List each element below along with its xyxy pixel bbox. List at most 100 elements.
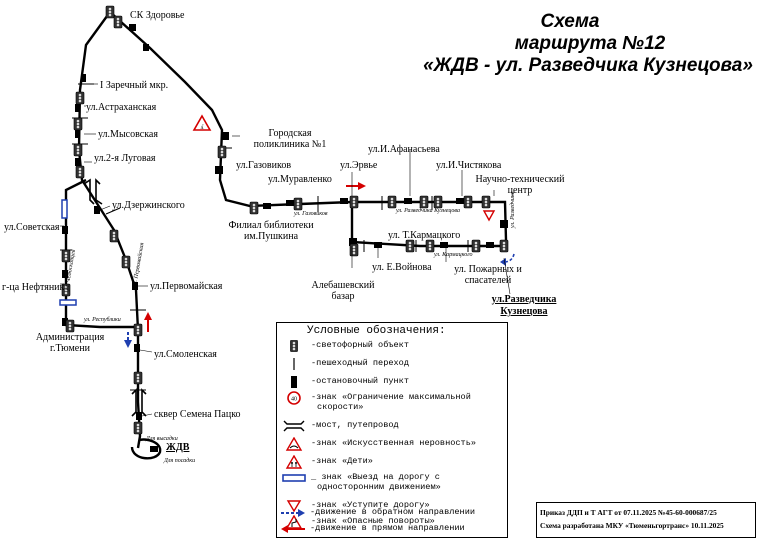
stop-label-razvedchika: ул.Разведчика Кузнецова xyxy=(491,294,557,317)
traffic-light-icon xyxy=(133,421,143,435)
legend-text: -светофорный объект xyxy=(311,340,409,350)
stop-label-mysovskaya: ул.Мысовская xyxy=(98,129,158,140)
bus-stop xyxy=(340,198,348,204)
bus-stop xyxy=(374,242,382,248)
traffic-light-icon xyxy=(217,145,227,159)
traffic-light-icon xyxy=(349,243,359,257)
bus-stop xyxy=(62,318,68,326)
traffic-light-icon xyxy=(349,195,359,209)
traffic-light-icon xyxy=(471,239,481,253)
legend-text: -остановочный пункт xyxy=(311,376,409,386)
street-label-razvedchika-vertical: ул. Разведчика xyxy=(510,191,516,228)
legend-panel: Условные обозначения: -светофорный объек… xyxy=(276,322,508,538)
stop-label-ntc: Научно-технический центр xyxy=(475,174,565,196)
bus-stop xyxy=(62,270,68,278)
traffic-light-icon xyxy=(499,239,509,253)
stop-label-sk-zdorovie: СК Здоровье xyxy=(130,10,185,21)
legend-text: -знак «Уступите дорогу» xyxy=(311,500,430,510)
traffic-light-icon xyxy=(387,195,397,209)
scheme-title-line3: «ЖДВ - ул. Разведчика Кузнецова» xyxy=(423,55,753,76)
legend-text: -знак «Опасные повороты» xyxy=(311,516,435,526)
bus-stop xyxy=(143,44,149,51)
stop-label-library: Филиал библиотеки им.Пушкина xyxy=(228,220,314,242)
bus-stop xyxy=(81,74,86,82)
traffic-light-icon xyxy=(463,195,473,209)
bus-stop xyxy=(263,203,271,209)
legend-text-continued: скорости» xyxy=(317,402,364,412)
bus-stops xyxy=(62,24,508,452)
scheme-title-line1: Схема xyxy=(540,11,600,32)
traffic-light-icon xyxy=(433,195,443,209)
traffic-light-icon xyxy=(425,239,435,253)
stop-label-sovetskaya: ул.Советская xyxy=(4,222,60,233)
bus-stop xyxy=(75,130,80,138)
stop-label-alebashevsky: Алебашевский базар xyxy=(311,280,375,302)
forward-direction-icon xyxy=(281,525,305,533)
legend-row-speed-limit: 40 -знак «Ограничение максимальной скоро… xyxy=(277,391,509,417)
footer-order-line: Приказ ДДП и Т АГТ от 07.11.2025 №45-60-… xyxy=(540,508,717,517)
stop-label-voinova: ул. Е.Войнова xyxy=(372,262,432,273)
street-label-kuznetsova: ул. Разведчика Кузнецова xyxy=(396,208,460,214)
footer-author-line: Схема разработана МКУ «Тюменьгортранс» 1… xyxy=(540,521,724,530)
legend-text: -знак «Ограничение максимальной xyxy=(311,392,471,402)
traffic-light-icon xyxy=(75,165,85,179)
stop-label-ervie: ул.Эрвье xyxy=(340,160,378,171)
traffic-light-icon xyxy=(481,195,491,209)
traffic-light-icon xyxy=(65,319,75,333)
one-way-exit-icon xyxy=(59,199,77,306)
stop-label-zarechny: I Заречный мкр. xyxy=(100,80,169,91)
stop-label-smolenskaya: ул.Смоленская xyxy=(154,349,217,360)
children-icon: ʎ xyxy=(192,114,212,131)
svg-text:ʎ: ʎ xyxy=(201,125,204,131)
traffic-light-icon xyxy=(75,91,85,105)
bus-stop xyxy=(75,158,80,166)
give-way-icon xyxy=(286,500,302,513)
traffic-light-icon xyxy=(133,323,143,337)
bridge-icon xyxy=(83,178,147,417)
speed-limit-icon: 40 xyxy=(287,391,301,405)
bus-stop xyxy=(94,206,100,214)
bus-stop xyxy=(500,220,508,228)
stop-label-neftyanik: г-ца Нефтяник xyxy=(2,282,65,293)
children-icon xyxy=(285,455,303,469)
stop-label-muravlenko: ул.Муравленко xyxy=(268,174,332,185)
terminal-loop xyxy=(130,438,162,460)
traffic-light-icon xyxy=(113,15,123,29)
bus-stop xyxy=(150,446,158,452)
traffic-light-icon xyxy=(293,197,303,211)
leader-lines xyxy=(60,83,511,417)
uneven-road-icon xyxy=(285,437,303,451)
street-label-dlya-vysadki: Для высадки xyxy=(146,436,178,442)
legend-text: -движение в прямом направлении xyxy=(310,523,465,533)
street-label-dlya-posadki: Для посадки xyxy=(164,458,196,464)
legend-row-reverse-direction: -движение в обратном направлении xyxy=(276,506,508,520)
legend-row-traffic-light: -светофорный объект xyxy=(277,339,509,353)
bus-stop xyxy=(62,226,68,234)
street-label-gazovikov: ул. Газовиков xyxy=(294,211,328,217)
legend-row-one-way-exit: _ знак «Выезд на дорогу с односторонним … xyxy=(277,471,509,497)
scheme-title-line2: маршрута №12 xyxy=(514,33,666,54)
bus-stop xyxy=(75,104,80,112)
traffic-light-icon xyxy=(249,201,259,215)
legend-text: -пешеходный переход xyxy=(311,358,409,368)
bus-stop xyxy=(440,242,448,248)
bridge-icon xyxy=(283,420,305,432)
traffic-light-icon xyxy=(73,143,83,157)
bus-stop xyxy=(136,412,142,420)
bus-stop xyxy=(221,132,229,140)
stop-label-skver: сквер Семена Пацко xyxy=(154,409,241,420)
traffic-light-icon xyxy=(109,229,119,243)
stop-label-polyclinic: Городская поликлиника №1 xyxy=(253,128,327,150)
one-way-exit-icon xyxy=(282,474,306,482)
stop-label-afanasieva: ул.И.Афанасьева xyxy=(368,144,440,155)
legend-row-children: -знак «Дети» xyxy=(277,455,509,469)
legend-text: _ знак «Выезд на дорогу с xyxy=(311,472,440,482)
bus-stop xyxy=(132,282,138,290)
traffic-light-icon xyxy=(290,340,298,352)
legend-row-bus-stop: -остановочный пункт xyxy=(277,375,509,389)
traffic-light-icon xyxy=(405,239,415,253)
bus-stop-icon xyxy=(291,376,297,388)
traffic-light-icon xyxy=(105,5,115,19)
